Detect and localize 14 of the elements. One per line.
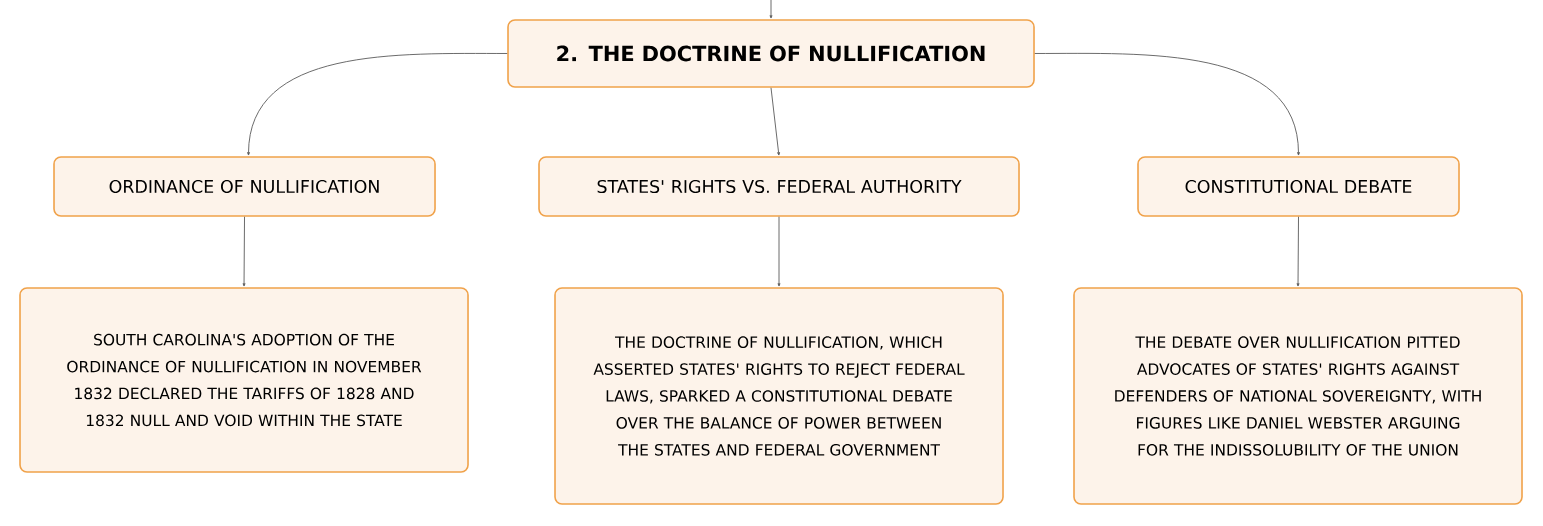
arrow [247,53,508,156]
title-box: 2. THE DOCTRINE OF NULLIFICATION [507,19,1035,88]
arrow [242,216,246,287]
arrow [1296,216,1300,287]
topic-box: STATES' RIGHTS VS. FEDERAL AUTHORITY [538,156,1020,217]
description-box: THE DOCTRINE OF NULLIFICATION, WHICH ASSERTED STATES' RIGHTS TO REJECT FEDERAL LAWS, SPARKED A CONSTITUTIONAL DEBATE OVER THE BALANCE OF POWER BETWEEN THE STATES AND FEDERAL GOVERNMENT [554,287,1004,505]
topic-box: ORDINANCE OF NULLIFICATION [53,156,436,217]
arrow [769,0,773,19]
arrow [777,216,781,287]
description-box: SOUTH CAROLINA'S ADOPTION OF THE ORDINANCE OF NULLIFICATION IN NOVEMBER 1832 DECLARED THE TARIFFS OF 1828 AND 1832 NULL AND VOID WITHIN THE STATE [19,287,469,473]
topic-box: CONSTITUTIONAL DEBATE [1137,156,1460,217]
description-box: THE DEBATE OVER NULLIFICATION PITTED ADVOCATES OF STATES' RIGHTS AGAINST DEFENDERS OF NATIONAL SOVEREIGNTY, WITH FIGURES LIKE DANIEL WEBSTER ARGUING FOR THE INDISSOLUBILITY OF THE UNION [1073,287,1523,505]
arrow [1034,52,1300,156]
arrow [770,87,781,156]
